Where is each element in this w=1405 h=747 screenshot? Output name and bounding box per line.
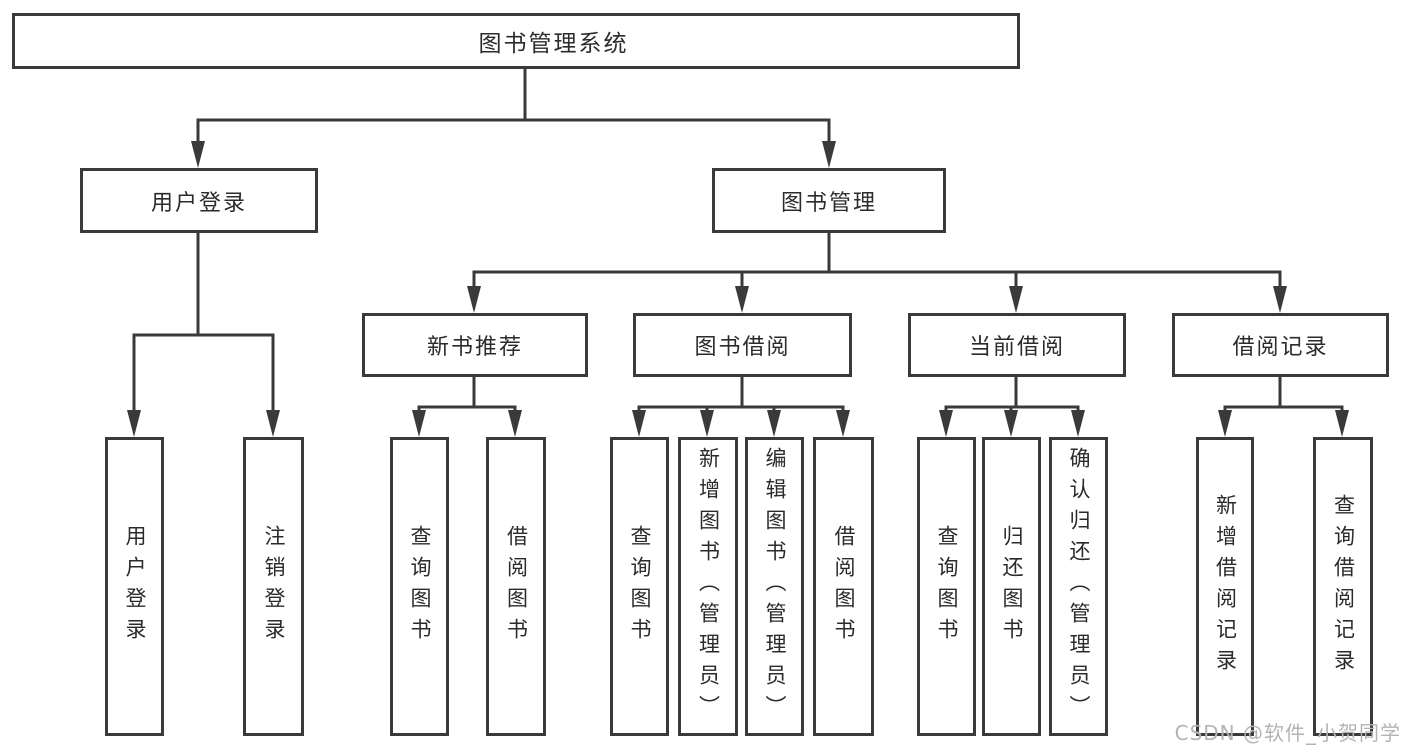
arrowhead-icon xyxy=(412,410,426,437)
leaf-logout: 注销登录 xyxy=(243,437,304,736)
connector-current-borrow-children xyxy=(944,376,1080,414)
arrowhead-icon xyxy=(1071,410,1085,437)
arrowhead-icon xyxy=(127,410,141,437)
connector-root-to-level1 xyxy=(196,68,831,144)
leaf-query-borrow-record: 查询借阅记录 xyxy=(1313,437,1373,736)
leaf-add-books-admin: 新增图书（管理员） xyxy=(678,437,738,736)
arrowhead-icon xyxy=(767,410,781,437)
node-library-management-system: 图书管理系统 xyxy=(12,13,1020,69)
arrowhead-icon xyxy=(1009,286,1023,313)
arrowhead-icon xyxy=(632,410,646,437)
arrowhead-icon xyxy=(467,286,481,313)
leaf-user-login: 用户登录 xyxy=(105,437,164,736)
connector-user-login-children xyxy=(132,232,275,413)
node-book-borrowing: 图书借阅 xyxy=(633,313,852,377)
arrowhead-icon xyxy=(735,286,749,313)
arrowhead-icon xyxy=(1218,410,1232,437)
leaf-borrow-books: 借阅图书 xyxy=(813,437,874,736)
csdn-watermark: CSDN @软件_小贺同学 xyxy=(1174,721,1401,745)
leaf-query-books-current: 查询图书 xyxy=(917,437,976,736)
leaf-query-books-borrow: 查询图书 xyxy=(610,437,669,736)
arrowhead-icon xyxy=(700,410,714,437)
arrowhead-icon xyxy=(939,410,953,437)
node-book-management: 图书管理 xyxy=(712,168,946,233)
connector-new-book-rec-children xyxy=(417,376,517,414)
arrowhead-icon xyxy=(1273,286,1287,313)
leaf-return-books: 归还图书 xyxy=(982,437,1041,736)
arrowhead-icon xyxy=(1335,410,1349,437)
leaf-add-borrow-record: 新增借阅记录 xyxy=(1196,437,1254,736)
node-user-login: 用户登录 xyxy=(80,168,318,233)
connector-borrow-record-children xyxy=(1223,376,1344,414)
leaf-edit-books-admin: 编辑图书（管理员） xyxy=(745,437,804,736)
leaf-borrow-books-rec: 借阅图书 xyxy=(486,437,546,736)
arrowhead-icon xyxy=(266,410,280,437)
arrowhead-icon xyxy=(191,141,205,168)
node-new-book-recommendation: 新书推荐 xyxy=(362,313,588,377)
node-borrowing-records: 借阅记录 xyxy=(1172,313,1389,377)
arrowhead-icon xyxy=(1004,410,1018,437)
arrowhead-icon xyxy=(822,141,836,168)
arrowhead-icon xyxy=(836,410,850,437)
arrowhead-icon xyxy=(508,410,522,437)
leaf-query-books-rec: 查询图书 xyxy=(390,437,449,736)
connector-book-mgmt-children xyxy=(472,232,1282,290)
node-current-borrowing: 当前借阅 xyxy=(908,313,1126,377)
connector-book-borrow-children xyxy=(637,376,845,414)
leaf-confirm-return-admin: 确认归还（管理员） xyxy=(1049,437,1108,736)
